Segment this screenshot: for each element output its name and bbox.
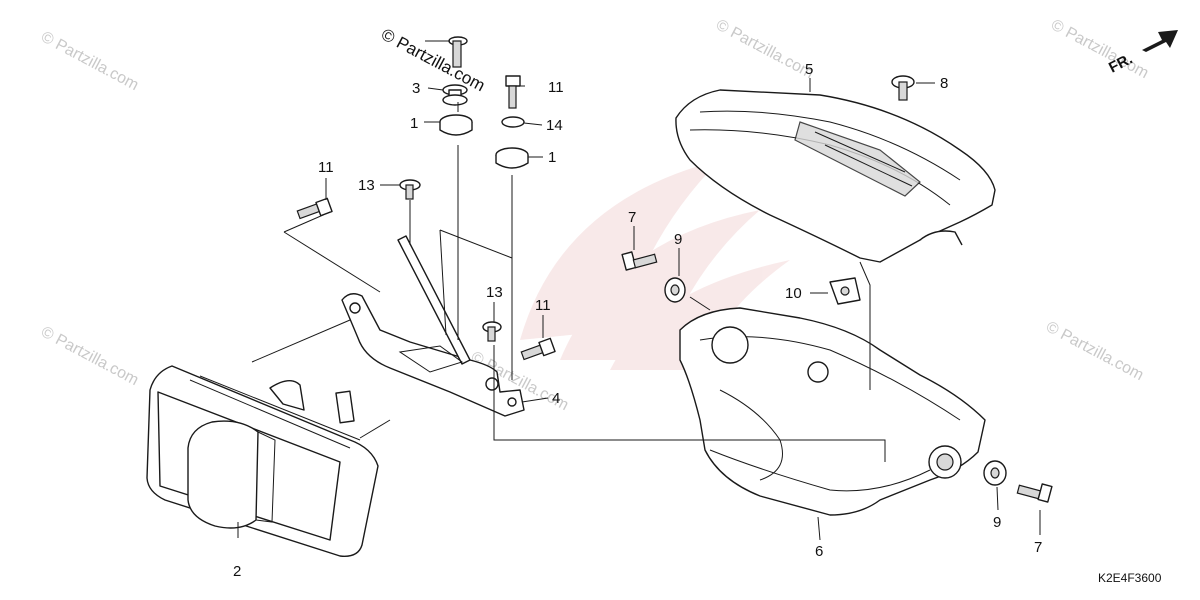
callout-4: 4 [552, 390, 560, 407]
screw-top-right [891, 75, 915, 101]
headlight-assembly [146, 365, 379, 557]
callout-leaders [237, 40, 1041, 541]
callout-13-upper: 13 [358, 177, 375, 194]
callout-3: 3 [412, 80, 420, 97]
grommet-lower [495, 147, 529, 169]
watermark-text: © Partzilla.com [378, 25, 488, 96]
callout-5: 5 [805, 61, 813, 78]
washer-9-lower [983, 460, 1007, 486]
callout-6: 6 [815, 543, 823, 560]
bolt-7-lower [1016, 483, 1053, 503]
callout-9-lower: 9 [993, 514, 1001, 531]
clip-nut [829, 277, 861, 305]
callout-11-upper: 11 [548, 79, 564, 96]
callout-13-lower: 13 [486, 284, 503, 301]
honda-wing-logo-watermark [520, 160, 790, 370]
washer-9-upper [664, 277, 686, 303]
watermark-text: © Partzilla.com [1043, 319, 1146, 385]
screw-lower [482, 321, 502, 342]
watermark-text: © Partzilla.com [38, 29, 141, 95]
headlight-bracket [341, 235, 525, 417]
callout-11-left: 11 [318, 159, 334, 176]
callout-14: 14 [546, 117, 563, 134]
callout-7-lower: 7 [1034, 539, 1042, 556]
bolt-7-upper [621, 251, 658, 271]
assembly-guide-lines [251, 102, 886, 462]
grommet-upper [439, 114, 473, 136]
watermark-text: © Partzilla.com [1048, 17, 1151, 83]
watermark-text: © Partzilla.com [38, 324, 141, 390]
callout-2: 2 [233, 563, 241, 580]
watermark-text: © Partzilla.com [713, 17, 816, 83]
callout-1-lower: 1 [548, 149, 556, 166]
callout-9-upper: 9 [674, 231, 682, 248]
bolt-upper-right [501, 75, 525, 128]
bolt-left [296, 197, 333, 220]
diagram-code: K2E4F3600 [1098, 571, 1162, 585]
callout-10: 10 [785, 285, 802, 302]
callout-7-upper: 7 [628, 209, 636, 226]
bolt-center [520, 337, 556, 361]
callout-1-upper: 1 [410, 115, 418, 132]
callout-11-center: 11 [535, 297, 551, 314]
upper-cover [675, 89, 996, 263]
screw-upper [399, 179, 421, 200]
lower-cover [679, 307, 986, 516]
callout-labels: 3 1 11 14 1 11 13 13 11 4 2 5 8 7 9 10 6… [233, 61, 1042, 580]
front-arrow-icon [1142, 30, 1178, 52]
callout-8: 8 [940, 75, 948, 92]
